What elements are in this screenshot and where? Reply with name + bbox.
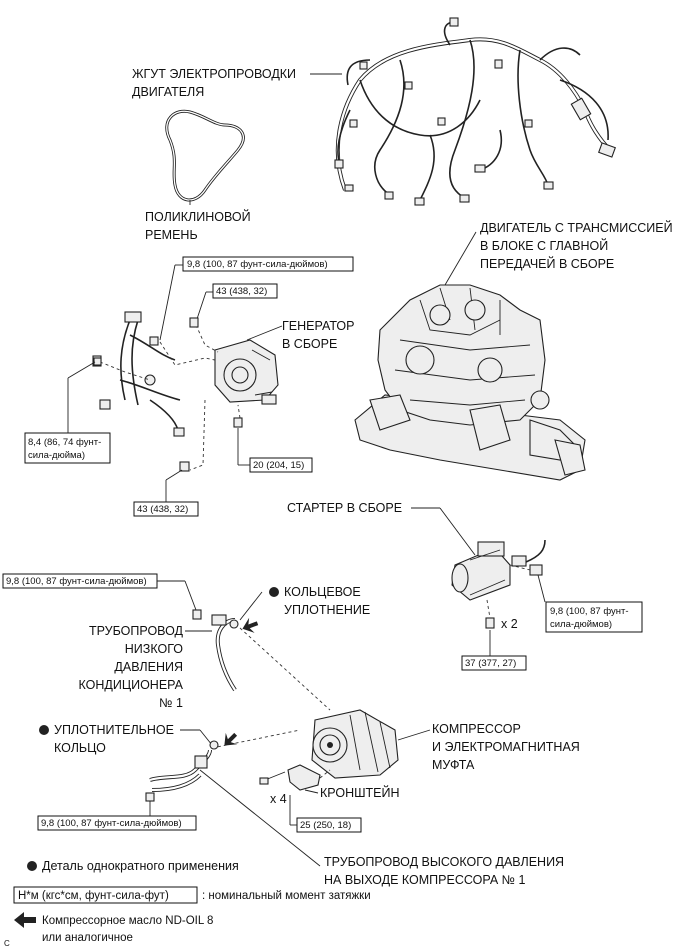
torque-gen-top: 9,8 (100, 87 фунт-сила-дюймов) xyxy=(187,259,328,270)
label-lowpipe-4: КОНДИЦИОНЕРА xyxy=(79,678,184,692)
corner-mark: C xyxy=(4,939,10,948)
label-engine-1: ДВИГАТЕЛЬ С ТРАНСМИССИЕЙ xyxy=(480,220,673,235)
torque-box-gen-bolt-top xyxy=(212,283,278,299)
label-compressor-3: МУФТА xyxy=(432,758,475,772)
label-starter: СТАРТЕР В СБОРЕ xyxy=(287,501,402,515)
label-generator-2: В СБОРЕ xyxy=(282,337,337,351)
legend-non-reusable: Деталь однократного применения xyxy=(42,859,239,873)
o-ring xyxy=(229,619,239,629)
label-compressor-1: КОМПРЕССОР xyxy=(432,722,521,736)
torque-bracket: 25 (250, 18) xyxy=(300,820,351,831)
torque-gen-left-2: сила-дюйма) xyxy=(28,450,85,461)
label-oring-2: УПЛОТНЕНИЕ xyxy=(284,603,370,617)
torque-box-starter-right xyxy=(545,601,643,633)
generator-assembly xyxy=(214,339,279,405)
generator-bolts xyxy=(93,317,243,472)
torque-box-highpipe xyxy=(37,815,197,831)
label-engine-harness-1: ЖГУТ ЭЛЕКТРОПРОВОДКИ xyxy=(132,67,296,81)
engine-wire-harness xyxy=(334,17,616,206)
label-engine-harness-2: ДВИГАТЕЛЯ xyxy=(132,85,204,99)
legend-oil-arrow-icon xyxy=(14,912,36,928)
label-oring-1: КОЛЬЦЕВОЕ xyxy=(284,585,361,599)
legend-dot-icon xyxy=(27,861,37,871)
label-lowpipe-3: ДАВЛЕНИЯ xyxy=(114,660,183,674)
oil-arrow-highpipe xyxy=(224,732,238,746)
non-reusable-dot-oring xyxy=(269,587,279,597)
label-seal-1: УПЛОТНИТЕЛЬНОЕ xyxy=(54,723,174,737)
legend-oil-2: или аналогичное xyxy=(42,932,133,944)
label-engine-3: ПЕРЕДАЧЕЙ В СБОРЕ xyxy=(480,256,614,271)
torque-box-gen-top xyxy=(182,256,354,272)
legend-torque-units: Н*м (кгс*см, фунт-сила-фут) xyxy=(18,890,169,902)
lowpipe-bolt xyxy=(192,609,202,620)
oil-arrow-lowpipe xyxy=(242,617,259,633)
legend-oil-1: Компрессорное масло ND-OIL 8 xyxy=(42,915,213,927)
legend-torque-box xyxy=(13,886,198,904)
high-pressure-pipe xyxy=(149,749,212,792)
torque-gen-left-1: 8,4 (86, 74 фунт- xyxy=(28,437,101,448)
torque-box-gen-left xyxy=(24,432,111,464)
engine-assembly xyxy=(354,284,586,481)
generator-harness xyxy=(92,311,185,437)
highpipe-bolt xyxy=(145,792,155,802)
torque-starter-right-1: 9,8 (100, 87 фунт- xyxy=(550,606,629,617)
label-x4: x 4 xyxy=(270,792,287,806)
label-x2: x 2 xyxy=(501,617,518,631)
label-highpipe-1: ТРУБОПРОВОД ВЫСОКОГО ДАВЛЕНИЯ xyxy=(324,855,564,869)
label-lowpipe-1: ТРУБОПРОВОД xyxy=(89,624,184,638)
label-vbelt-2: РЕМЕНЬ xyxy=(145,228,198,242)
torque-lowpipe: 9,8 (100, 87 фунт-сила-дюймов) xyxy=(6,576,147,587)
poly-v-belt xyxy=(165,109,245,202)
torque-starter-bottom: 37 (377, 27) xyxy=(465,658,516,669)
torque-gen-bottom: 43 (438, 32) xyxy=(137,504,188,515)
non-reusable-dot-seal xyxy=(39,725,49,735)
label-engine-2: В БЛОКЕ С ГЛАВНОЙ xyxy=(480,238,608,253)
starter-assembly xyxy=(451,539,546,601)
torque-highpipe: 9,8 (100, 87 фунт-сила-дюймов) xyxy=(41,818,182,829)
bracket-part xyxy=(259,764,331,791)
starter-bolt xyxy=(485,617,495,629)
seal-ring xyxy=(209,740,219,750)
torque-starter-right-2: сила-дюймов) xyxy=(550,619,612,630)
compressor-magnetic-clutch xyxy=(311,709,399,779)
label-seal-2: КОЛЬЦО xyxy=(54,741,106,755)
label-lowpipe-5: № 1 xyxy=(159,696,183,710)
torque-box-starter-bottom xyxy=(461,655,527,671)
label-compressor-2: И ЭЛЕКТРОМАГНИТНАЯ xyxy=(432,740,580,754)
torque-gen-bolt-top: 43 (438, 32) xyxy=(216,286,267,297)
low-pressure-pipe xyxy=(211,614,237,692)
torque-gen-right: 20 (204, 15) xyxy=(253,460,304,471)
label-generator-1: ГЕНЕРАТОР xyxy=(282,319,354,333)
label-highpipe-2: НА ВЫХОДЕ КОМПРЕССОРА № 1 xyxy=(324,873,526,887)
label-lowpipe-2: НИЗКОГО xyxy=(125,642,183,656)
legend-torque-desc: : номинальный момент затяжки xyxy=(202,890,371,902)
label-vbelt-1: ПОЛИКЛИНОВОЙ xyxy=(145,209,251,224)
label-bracket: КРОНШТЕЙН xyxy=(320,785,400,800)
